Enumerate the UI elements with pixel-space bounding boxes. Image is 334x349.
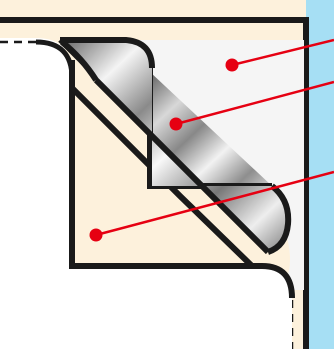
callout-dot-backing-panel [226, 59, 239, 72]
callout-dot-front-sheet [90, 229, 103, 242]
callout-dot-peeled-flap [170, 118, 183, 131]
